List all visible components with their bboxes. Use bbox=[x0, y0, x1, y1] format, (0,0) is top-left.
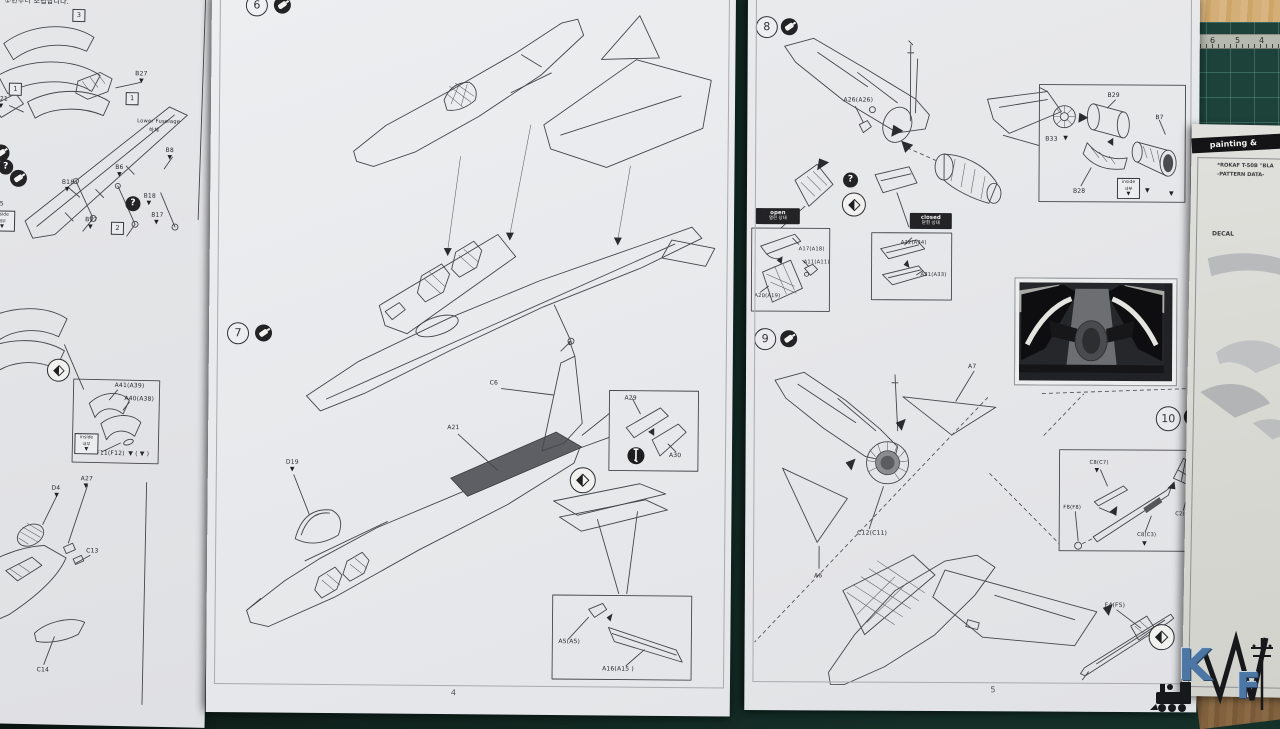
pattern-data-label: -PATTERN DATA- bbox=[1217, 171, 1264, 179]
inside-note-box: inside 내부 ▼ bbox=[0, 210, 15, 232]
paint-marker-triangle: ▼ bbox=[77, 446, 95, 452]
callout-box-2: 2 bbox=[111, 222, 124, 235]
instruction-page-4: 6 7 C6 A21 D19 ▼ A29 A30 A5(A5) A16(A15 … bbox=[206, 0, 736, 717]
step-box-3: 3 bbox=[72, 9, 85, 22]
callout-box-1: 1 bbox=[9, 83, 22, 96]
watermark-letter-f: F bbox=[1236, 666, 1261, 707]
callout-box-1: 1 bbox=[126, 92, 139, 105]
part-label-korean: 하체 bbox=[149, 128, 159, 135]
inside-label: inside bbox=[77, 435, 95, 441]
page-number: 5 bbox=[990, 685, 995, 694]
kit-title: *ROKAF T-50B "BLA bbox=[1217, 162, 1274, 170]
page-content-frame bbox=[214, 0, 730, 688]
paint-marker-triangle: ▼ bbox=[154, 220, 159, 226]
part-label: Lower Fuselage bbox=[137, 118, 180, 126]
part-label: A41(A39) bbox=[115, 382, 145, 390]
paint-marker-triangle: ▼ bbox=[0, 223, 12, 229]
part-label: B35 bbox=[0, 200, 4, 207]
paint-marker-triangle: ▼ bbox=[65, 187, 70, 193]
decal-label: DECAL bbox=[1212, 230, 1234, 237]
paint-marker-triangle: ▼ bbox=[88, 224, 93, 230]
painting-sheet-header: painting & bbox=[1191, 132, 1280, 154]
decal-shapes bbox=[1192, 246, 1280, 448]
part-label: A40(A38) bbox=[124, 395, 154, 403]
paint-marker-triangle: ▼ bbox=[167, 155, 172, 161]
instruction-page-5: 8 A26(A26) ? B29 B33 ▼ B28 B7 ▼ ▼ inside… bbox=[744, 0, 1200, 712]
part-label: C13 bbox=[86, 547, 99, 554]
painting-sheet: painting & *ROKAF T-50B "BLA -PATTERN DA… bbox=[1182, 124, 1280, 698]
part-label: C14 bbox=[37, 666, 50, 673]
paint-marker-triangle: ▼ bbox=[54, 493, 59, 499]
ruler-number: 5 bbox=[1235, 36, 1240, 45]
inside-note-box: inside 내부 ▼ bbox=[74, 433, 98, 454]
watermark-letter-k: K bbox=[1178, 640, 1212, 691]
instruction-page-left: ①번부터 조립합니다. 3 1 1 2 B27 ▼ B21 ▼ Lower Fu… bbox=[0, 0, 220, 728]
page-number: 4 bbox=[451, 688, 456, 697]
page-content-frame bbox=[752, 0, 1192, 684]
ruler-number: 6 bbox=[1210, 36, 1215, 45]
paint-marker-pair: ▼ ( ▼ ) bbox=[128, 450, 149, 457]
left-page-diagrams bbox=[0, 0, 220, 728]
paint-marker-triangle: ▼ bbox=[0, 103, 3, 109]
paint-marker-triangle: ▼ bbox=[146, 201, 151, 207]
paint-marker-triangle: ▼ bbox=[83, 483, 88, 489]
paint-marker-triangle: ▼ bbox=[139, 78, 144, 84]
paint-marker-triangle: ▼ bbox=[117, 172, 122, 178]
part-label: F11(F12) bbox=[96, 450, 125, 458]
ruler-number: 4 bbox=[1259, 36, 1264, 45]
kmf-watermark: K F bbox=[1148, 630, 1280, 720]
